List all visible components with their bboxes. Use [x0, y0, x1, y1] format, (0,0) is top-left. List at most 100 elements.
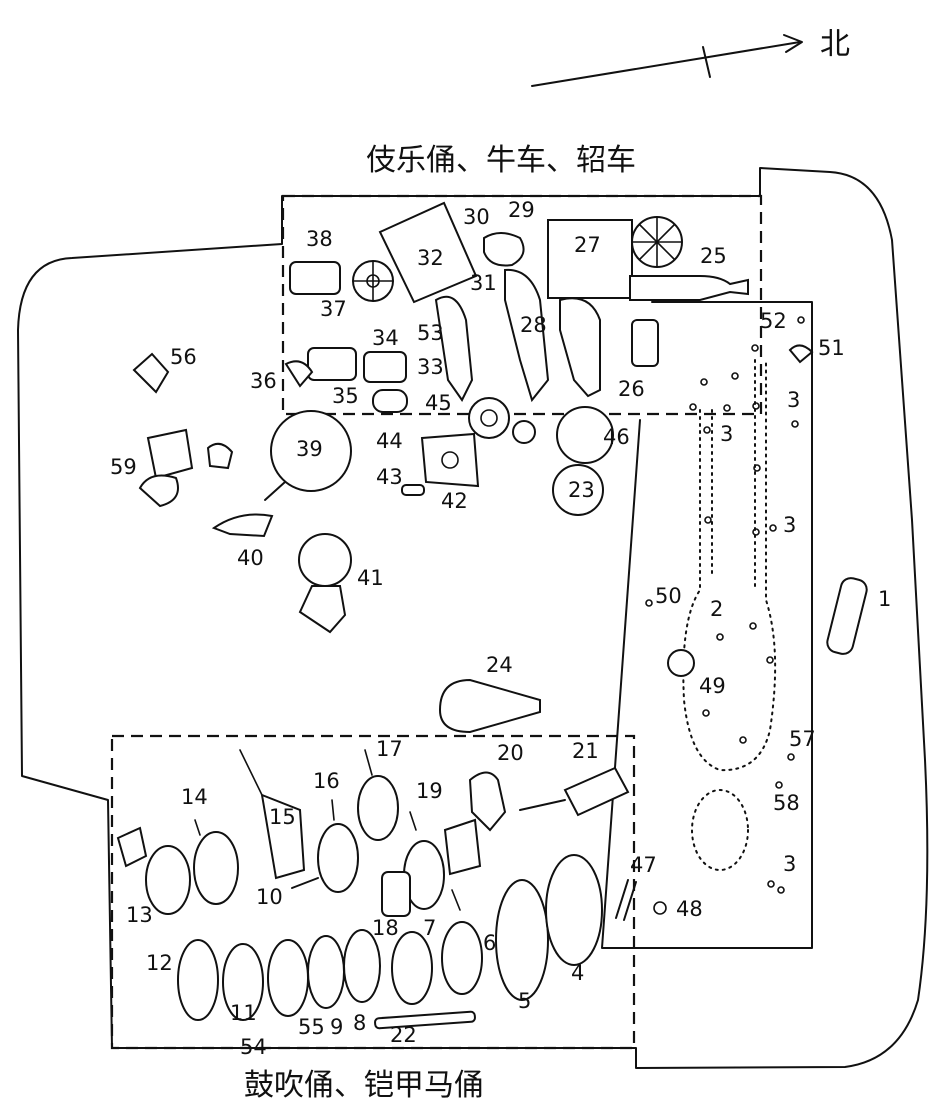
label-42: 42: [441, 489, 468, 513]
label-9: 9: [330, 1015, 343, 1039]
label-18: 18: [372, 916, 399, 940]
ox-cart-group: [284, 201, 749, 413]
item-53-shape: [434, 295, 474, 402]
item-56-shape: [132, 352, 170, 394]
item-15-shape: [260, 793, 306, 880]
item-18-shape: [381, 871, 411, 917]
label-23: 23: [568, 478, 595, 502]
label-46: 46: [603, 425, 630, 449]
label-3a: 3: [787, 388, 800, 412]
upper-zone-title: 伎乐俑、牛车、轺车: [366, 143, 636, 178]
item-13b-shape: [116, 826, 148, 868]
item-23-shape: [552, 464, 604, 516]
upper-zone-boundary: [281, 194, 763, 416]
item-4-shape: [545, 854, 603, 966]
item-55-shape: [267, 939, 309, 1017]
item-45-shape: [468, 397, 510, 439]
label-20: 20: [497, 741, 524, 765]
item-12-shape: [177, 939, 219, 1021]
item-26a-shape: [559, 297, 601, 398]
label-3b: 3: [720, 422, 733, 446]
label-3d: 3: [783, 852, 796, 876]
lower-figurines: [116, 749, 630, 1030]
label-33: 33: [417, 355, 444, 379]
item-59-shape: [146, 428, 194, 480]
label-13: 13: [126, 903, 153, 927]
label-28: 28: [520, 313, 547, 337]
label-5: 5: [518, 989, 531, 1013]
label-30: 30: [463, 205, 490, 229]
label-27: 27: [574, 233, 601, 257]
label-35: 35: [332, 384, 359, 408]
label-51: 51: [818, 336, 845, 360]
item-33-shape: [307, 347, 357, 381]
label-45: 45: [425, 391, 452, 415]
item-6-shape: [441, 921, 483, 995]
item-39-shape: [270, 410, 352, 492]
item-26-shape: [631, 319, 659, 367]
lower-zone-boundary: [110, 734, 636, 1050]
item-27-shape: [547, 219, 633, 299]
label-54: 54: [240, 1035, 267, 1059]
label-49: 49: [699, 674, 726, 698]
item-43-shape: [401, 484, 425, 496]
label-16: 16: [313, 769, 340, 793]
item-10b-shape: [391, 931, 433, 1005]
label-32: 32: [417, 246, 444, 270]
item-21-shape: [563, 766, 630, 817]
label-31: 31: [470, 271, 497, 295]
label-19: 19: [416, 779, 443, 803]
item-19-shape: [443, 818, 482, 876]
label-59: 59: [110, 455, 137, 479]
item-20-shape: [468, 771, 507, 832]
item-5-shape: [495, 879, 549, 1001]
item-1-shape: [826, 577, 868, 655]
label-24: 24: [486, 653, 513, 677]
label-10: 10: [256, 885, 283, 909]
item-42-shape: [420, 432, 480, 488]
label-12: 12: [146, 951, 173, 975]
label-21: 21: [572, 739, 599, 763]
item-49-shape: [667, 649, 695, 677]
item-46-shape: [556, 406, 614, 464]
label-36: 36: [250, 369, 277, 393]
label-25: 25: [700, 244, 727, 268]
label-8: 8: [353, 1011, 366, 1035]
label-26: 26: [618, 377, 645, 401]
label-37: 37: [320, 297, 347, 321]
item-36-shape: [284, 360, 314, 388]
label-2: 2: [710, 597, 723, 621]
coffin-remains: [682, 316, 805, 894]
item-29-shape: [483, 232, 525, 267]
label-22: 22: [390, 1023, 417, 1047]
item-16-shape: [317, 823, 359, 893]
label-44: 44: [376, 429, 403, 453]
label-56: 56: [170, 345, 197, 369]
label-11: 11: [230, 1001, 257, 1025]
label-14: 14: [181, 785, 208, 809]
label-6: 6: [483, 931, 496, 955]
item-51-shape: [788, 344, 814, 364]
label-38: 38: [306, 227, 333, 251]
label-15: 15: [269, 805, 296, 829]
label-47: 47: [630, 853, 657, 877]
label-57: 57: [789, 727, 816, 751]
item-40-shape: [211, 513, 274, 538]
label-3c: 3: [783, 513, 796, 537]
label-55: 55: [298, 1015, 325, 1039]
item-22-shape: [374, 1010, 476, 1030]
label-17: 17: [376, 737, 403, 761]
label-39: 39: [296, 437, 323, 461]
label-52: 52: [760, 309, 787, 333]
label-41: 41: [357, 566, 384, 590]
item-34-shape: [363, 351, 407, 383]
item-14-shape: [193, 831, 239, 905]
lower-zone-title: 鼓吹俑、铠甲马俑: [244, 1068, 484, 1103]
label-7: 7: [423, 916, 436, 940]
label-4: 4: [571, 961, 584, 985]
item-9-shape: [307, 935, 345, 1009]
tomb-outline: [17, 167, 929, 1069]
item-8-shape: [343, 929, 381, 1003]
